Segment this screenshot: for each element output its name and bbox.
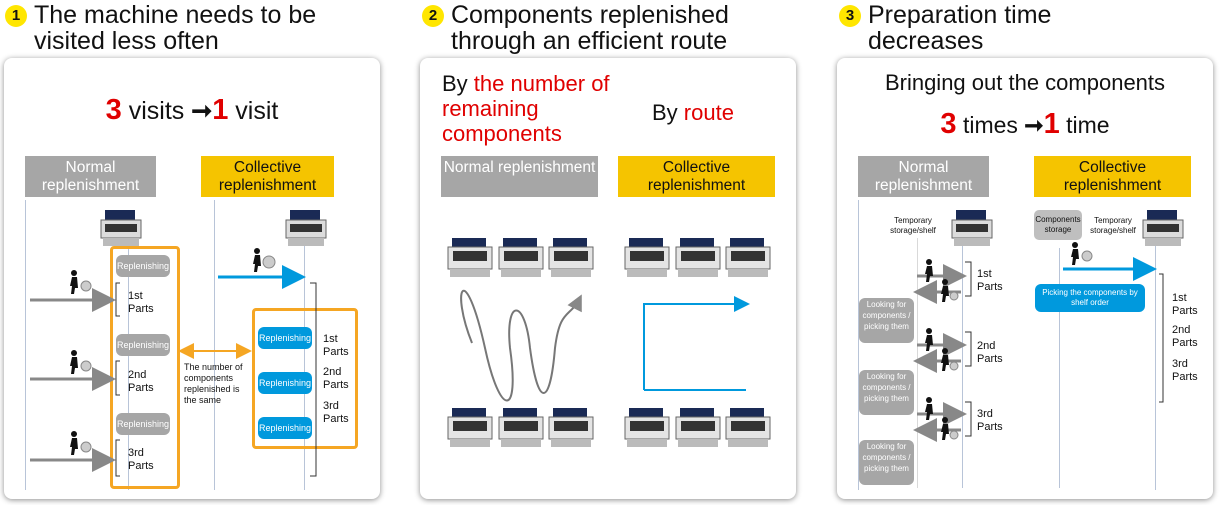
- temp-storage-label-collective: Temporary storage/shelf: [1090, 216, 1136, 235]
- collective-replenishment-header: Collective replenishment: [618, 156, 775, 197]
- person-icon: [925, 242, 1079, 440]
- replenishing-bubble: Replenishing: [116, 255, 170, 277]
- parts-label-3: 3rd Parts: [977, 408, 1003, 433]
- times-comparison: 3 times ➞1 time: [837, 108, 1213, 141]
- section-3-title: Preparation time decreases: [868, 2, 1051, 54]
- section-1-title: The machine needs to be visited less oft…: [34, 2, 316, 54]
- looking-bubble: Looking for components / picking them: [859, 440, 914, 485]
- components-storage-box: Components storage: [1034, 210, 1082, 240]
- parts-label-2: 2nd Parts: [128, 369, 154, 394]
- bringing-out-subtitle: Bringing out the components: [884, 70, 1166, 95]
- panel-3: Bringing out the components 3 times ➞1 t…: [837, 58, 1213, 499]
- section-3-arrows: [913, 242, 1164, 442]
- section-1-title-line1: The machine needs to be: [34, 1, 317, 29]
- visits-comparison: 3 visits ➞1 visit: [4, 94, 380, 127]
- normal-replenishment-header: Normal replenishment: [858, 156, 989, 197]
- efficient-route-top: [643, 296, 750, 390]
- replenishing-bubble-collective: Replenishing: [258, 372, 312, 394]
- step-3-badge: 3: [839, 5, 861, 27]
- arrow-right-icon: ➞: [1024, 112, 1044, 138]
- visits-to: 1: [212, 94, 229, 126]
- section-1-arrows: [30, 248, 317, 477]
- collective-parts-2: 2nd Parts: [323, 366, 349, 391]
- timeline-machine-collective: [1155, 233, 1156, 490]
- step-1-badge: 1: [5, 5, 27, 27]
- same-count-note: The number of components replenished is …: [184, 362, 243, 405]
- mounter-machine-icon: [100, 210, 142, 246]
- looking-bubble: Looking for components / picking them: [859, 370, 914, 415]
- section-2-title-line1: Components replenished: [451, 1, 729, 29]
- reel-icon: [80, 255, 276, 453]
- timeline-storage-collective: [1059, 248, 1060, 488]
- collective-parts-2: 2nd Parts: [1172, 324, 1198, 349]
- collective-parts-1: 1st Parts: [1172, 292, 1198, 317]
- panel-1: 3 visits ➞1 visit Normal replenishment C…: [4, 58, 380, 499]
- parts-label-1: 1st Parts: [128, 290, 154, 315]
- collective-parts-3: 3rd Parts: [1172, 358, 1198, 383]
- times-to: 1: [1043, 108, 1060, 140]
- normal-replenishment-header: Normal replenishment: [25, 156, 156, 197]
- mounter-machine-icon: [285, 210, 327, 246]
- by-prefix: By: [442, 71, 474, 96]
- replenishing-bubble: Replenishing: [116, 413, 170, 435]
- time-word: time: [1059, 112, 1110, 138]
- collective-replenish-box: [252, 308, 358, 449]
- timeline-machine-collective: [304, 233, 305, 490]
- section-1-title-line2: visited less often: [34, 27, 219, 55]
- picking-shelf-order-bubble: Picking the components by shelf order: [1035, 284, 1145, 312]
- by-route-red: route: [683, 100, 734, 125]
- collective-replenishment-header: Collective replenishment: [201, 156, 334, 197]
- mounter-machine-icon: [951, 210, 993, 246]
- mounter-machine-icon: [447, 237, 771, 448]
- normal-replenishment-header: Normal replenishment: [441, 156, 598, 197]
- times-word: times: [956, 112, 1025, 138]
- collective-replenishment-header: Collective replenishment: [1034, 156, 1191, 197]
- reel-icon: [949, 250, 1093, 440]
- times-from: 3: [940, 108, 957, 140]
- timeline-left: [25, 200, 26, 490]
- section-2-title-line2: through an efficient route: [451, 27, 728, 55]
- person-icon: [70, 248, 261, 455]
- looking-bubble: Looking for components / picking them: [859, 298, 914, 343]
- timeline-left: [858, 200, 859, 490]
- timeline-machine-normal: [962, 238, 963, 488]
- replenishing-bubble-collective: Replenishing: [258, 417, 312, 439]
- parts-label-3: 3rd Parts: [128, 447, 154, 472]
- by-route-label: By route: [652, 100, 734, 126]
- by-remaining-label: By the number of remaining components: [442, 71, 612, 146]
- collective-parts-3: 3rd Parts: [323, 400, 349, 425]
- temp-storage-label: Temporary storage/shelf: [890, 216, 936, 235]
- visits-from: 3: [105, 94, 122, 126]
- section-2-title: Components replenished through an effici…: [451, 2, 729, 54]
- replenishing-bubble-collective: Replenishing: [258, 327, 312, 349]
- visits-word: visits: [121, 97, 192, 125]
- arrow-right-icon: ➞: [191, 97, 213, 125]
- inefficient-route-path: [460, 289, 582, 402]
- by-remaining-red: the number of remaining: [442, 71, 610, 121]
- section-2-graphics: [447, 237, 771, 448]
- section-3-title-line2: decreases: [868, 27, 984, 55]
- by-components-red: components: [442, 121, 562, 146]
- step-2-badge: 2: [422, 5, 444, 27]
- mounter-machine-icon: [1142, 210, 1184, 246]
- by-route-prefix: By: [652, 100, 684, 125]
- panel-2: By the number of remaining components By…: [420, 58, 796, 499]
- collective-parts-1: 1st Parts: [323, 333, 349, 358]
- replenishing-bubble: Replenishing: [116, 334, 170, 356]
- timeline-machine-normal: [128, 233, 129, 490]
- visit-word: visit: [228, 97, 279, 125]
- section-3-title-line1: Preparation time: [868, 1, 1052, 29]
- parts-label-2: 2nd Parts: [977, 340, 1003, 365]
- parts-label-1: 1st Parts: [977, 268, 1003, 293]
